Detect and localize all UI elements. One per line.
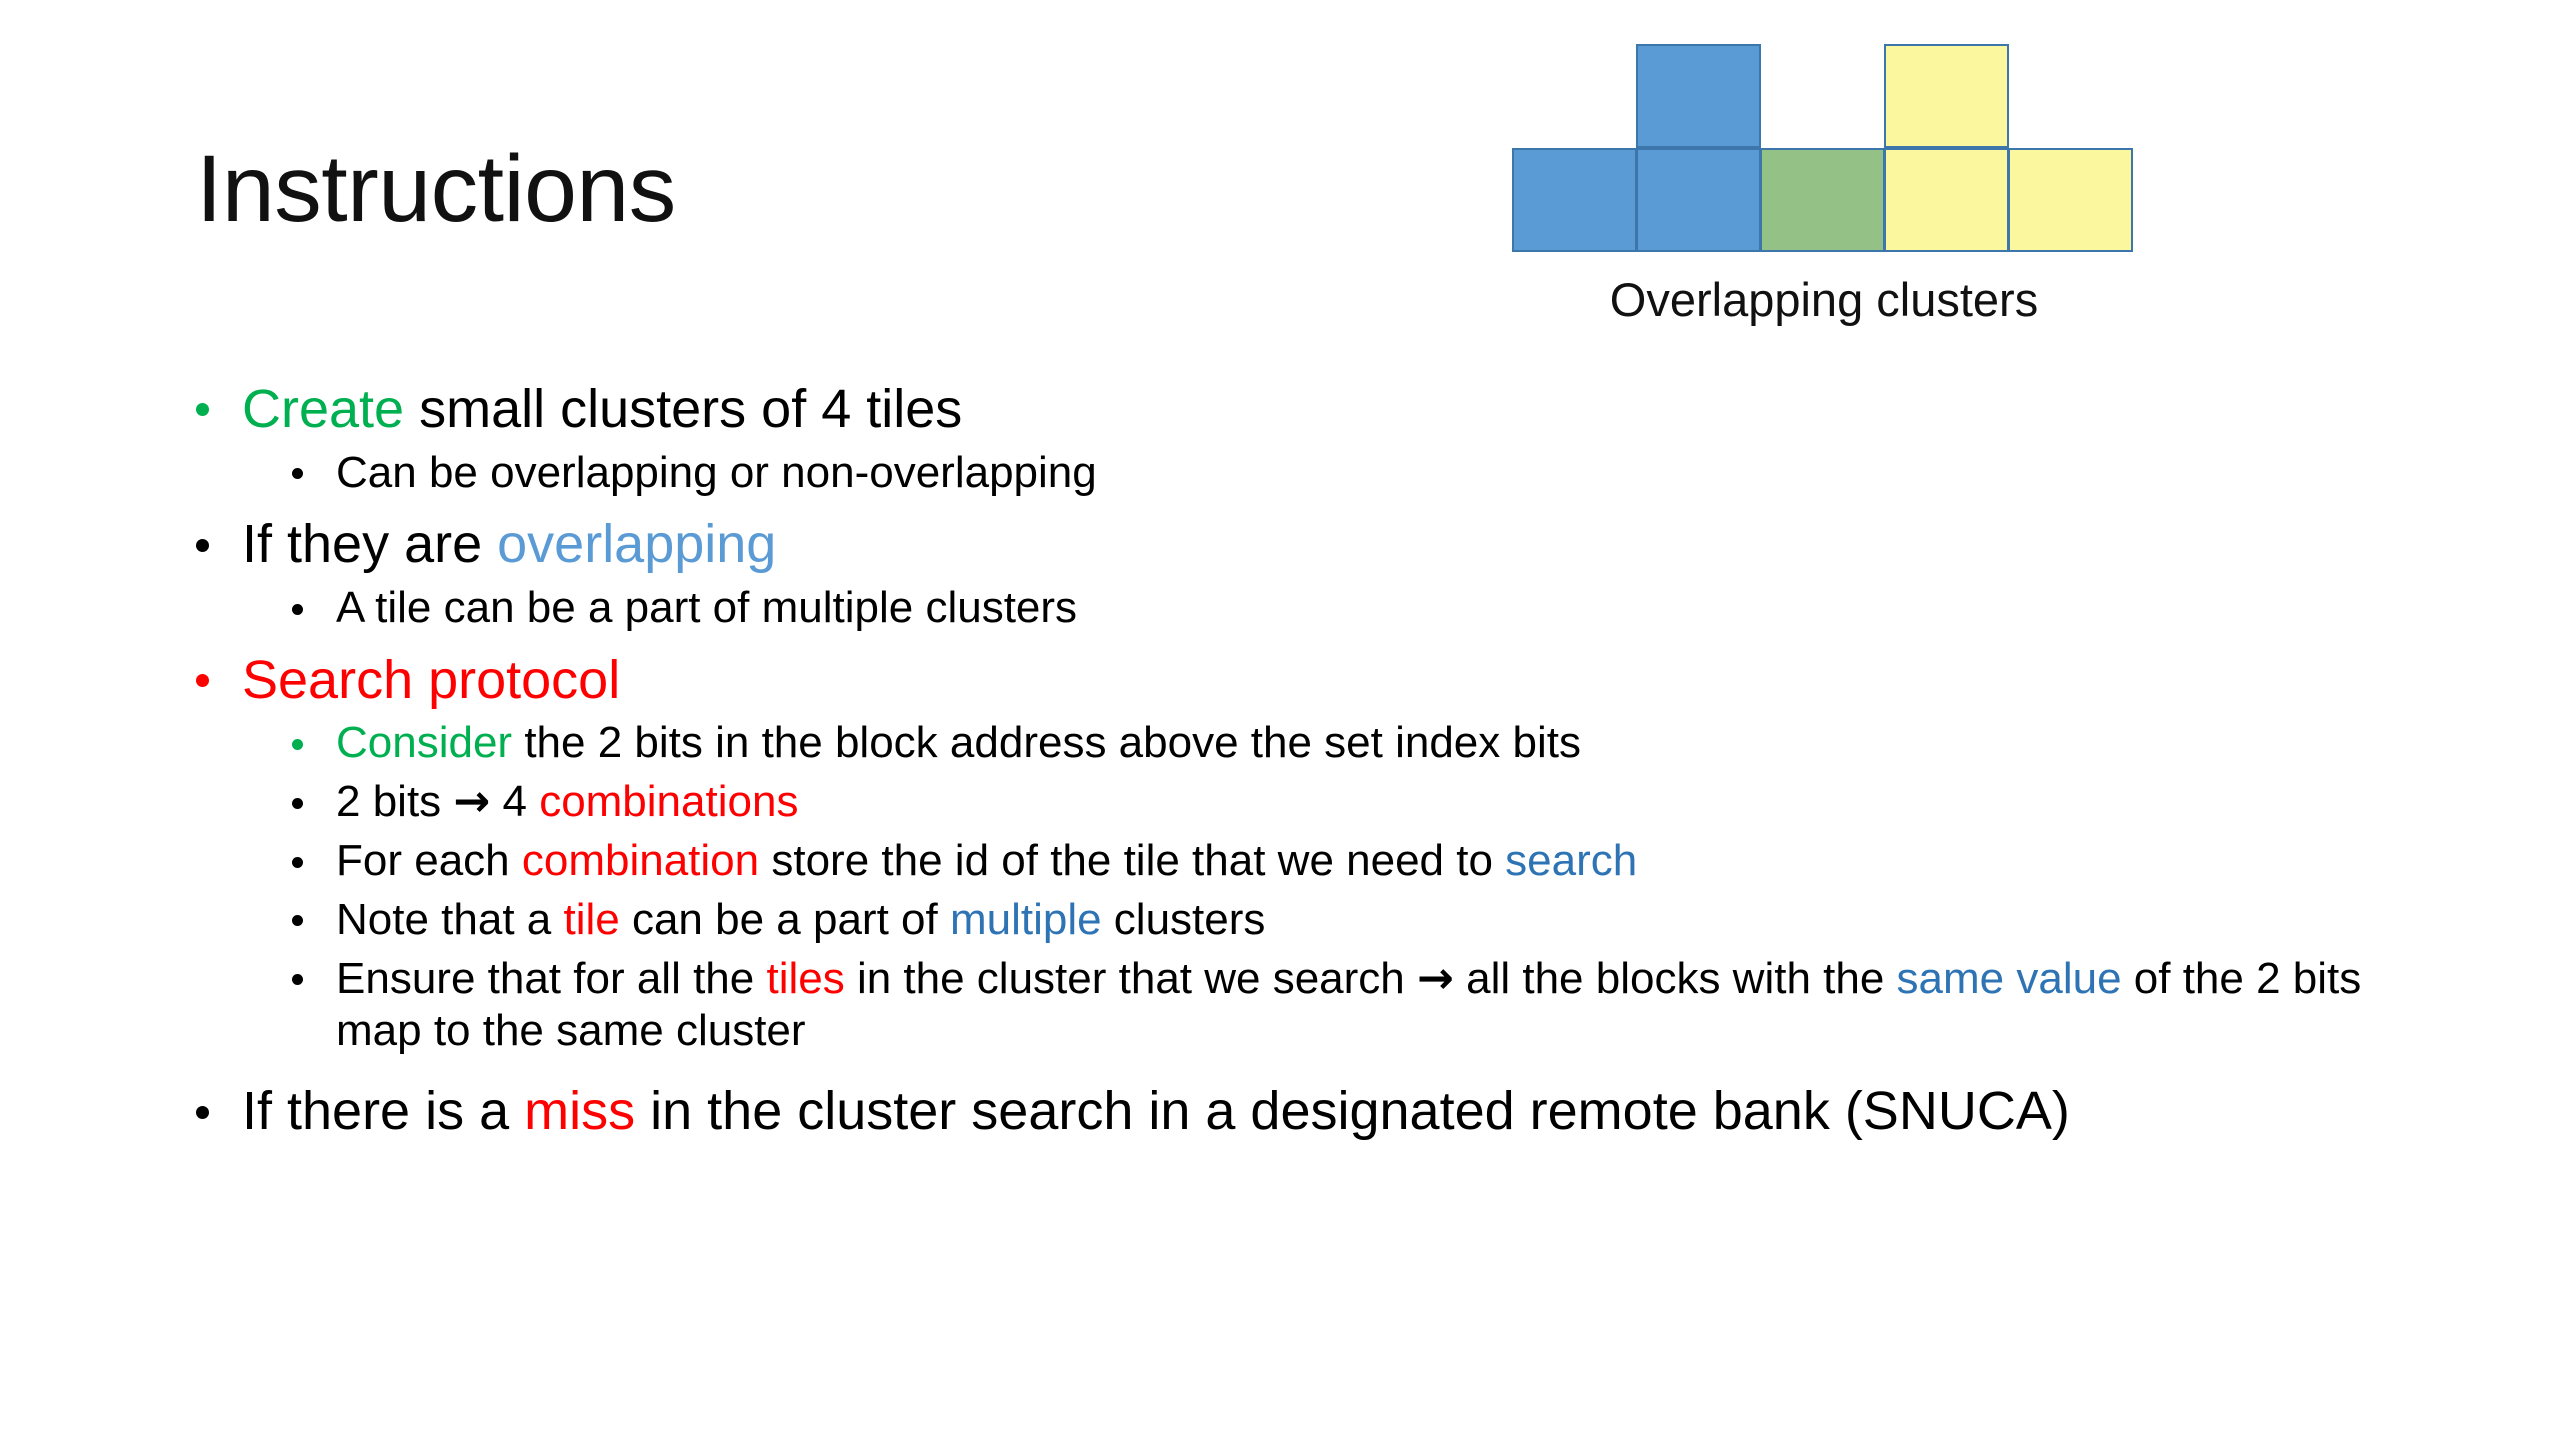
tile-grid — [1512, 44, 2136, 252]
bullet-tile-multiple-clusters-text: A tile can be a part of multiple cluster… — [336, 583, 1078, 633]
bullet-ensure-b: in the cluster that we search — [844, 953, 1417, 1003]
bullet-miss-snuca: If there is a miss in the cluster search… — [190, 1080, 2470, 1143]
bullet-create-rest: small clusters of 4 tiles — [404, 379, 963, 439]
bullet-dot — [292, 856, 303, 868]
bullet-if-overlapping-lead: If they are — [242, 514, 498, 575]
bullet-if-overlapping: If they are overlapping — [190, 513, 2470, 576]
bullet-dot — [292, 974, 303, 986]
bullet-2bits-emph: combinations — [539, 777, 799, 827]
diagram-caption: Overlapping clusters — [1609, 273, 2039, 326]
arrow-icon: → — [1417, 952, 1454, 1004]
bullet-note-emph1: tile — [563, 894, 620, 944]
tile-r0-c1 — [1636, 44, 1761, 148]
bullet-consider-rest: the 2 bits in the block address above th… — [512, 718, 1581, 768]
bullet-dot-green — [292, 739, 303, 751]
bullet-note-tile-multiple: Note that a tile can be a part of multip… — [190, 894, 2470, 947]
page-title: Instructions — [196, 136, 676, 242]
tile-r1-c4 — [2008, 148, 2133, 252]
bullet-can-be-overlapping: Can be overlapping or non-overlapping — [190, 447, 2470, 500]
bullet-search-protocol-text: Search protocol — [242, 649, 621, 710]
bullet-create: Create small clusters of 4 tiles — [190, 378, 2470, 441]
bullet-ensure-same-value: Ensure that for all the tiles in the clu… — [190, 953, 2400, 1059]
bullet-for-each-emph2: search — [1505, 836, 1638, 886]
bullet-ensure-a: Ensure that for all the — [336, 953, 767, 1003]
bullet-for-each-emph1: combination — [521, 836, 760, 886]
bullet-dot — [196, 1105, 209, 1119]
bullet-consider-lead: Consider — [336, 718, 513, 768]
tile-r1-c2 — [1760, 148, 1885, 252]
bullet-2bits-a: 2 bits — [336, 777, 454, 827]
bullet-create-lead: Create — [242, 379, 405, 439]
bullet-consider-bits: Consider the 2 bits in the block address… — [190, 717, 2470, 770]
bullet-dot-red — [196, 674, 209, 688]
bullet-dot-green — [196, 403, 209, 417]
bullet-dot — [292, 468, 303, 480]
bullet-2bits-b: 4 — [490, 777, 540, 827]
tile-r1-c0 — [1512, 148, 1637, 252]
bullet-for-each-b: store the id of the tile that we need to — [759, 836, 1506, 886]
bullet-for-each-combination: For each combination store the id of the… — [190, 835, 2470, 888]
bullet-note-emph2: multiple — [949, 894, 1102, 944]
tile-r1-c3 — [1884, 148, 2009, 252]
bullet-tile-multiple-clusters: A tile can be a part of multiple cluster… — [190, 582, 2470, 635]
bullet-miss-a: If there is a — [242, 1081, 525, 1142]
bullet-can-be-overlapping-text: Can be overlapping or non-overlapping — [336, 447, 1097, 497]
overlapping-clusters-diagram: Overlapping clusters — [1512, 44, 2152, 344]
bullet-search-protocol: Search protocol — [190, 649, 2470, 712]
bullet-dot — [292, 603, 303, 615]
bullet-if-overlapping-emph: overlapping — [497, 514, 777, 575]
bullet-ensure-d: of the 2 bits map to the same cluster — [336, 953, 2362, 1056]
bullet-2bits-combinations: 2 bits → 4 combinations — [190, 776, 2470, 829]
bullet-dot — [292, 797, 303, 809]
bullet-ensure-emph2: same value — [1896, 953, 2122, 1003]
bullet-ensure-c: all the blocks with the — [1453, 953, 1897, 1003]
bullet-dot — [196, 538, 209, 552]
tile-r0-c3 — [1884, 44, 2009, 148]
bullet-note-a: Note that a — [336, 894, 564, 944]
bullet-dot — [292, 915, 303, 927]
bullet-miss-b: in the cluster search in a designated re… — [635, 1081, 2070, 1142]
bullet-list: Create small clusters of 4 tiles Can be … — [190, 378, 2470, 1149]
bullet-note-c: clusters — [1101, 894, 1266, 944]
arrow-icon: → — [453, 776, 491, 828]
tile-r1-c1 — [1636, 148, 1761, 252]
bullet-ensure-emph1: tiles — [766, 953, 845, 1003]
bullet-miss-emph: miss — [524, 1081, 636, 1142]
bullet-note-b: can be a part of — [619, 894, 950, 944]
bullet-for-each-a: For each — [336, 836, 522, 886]
